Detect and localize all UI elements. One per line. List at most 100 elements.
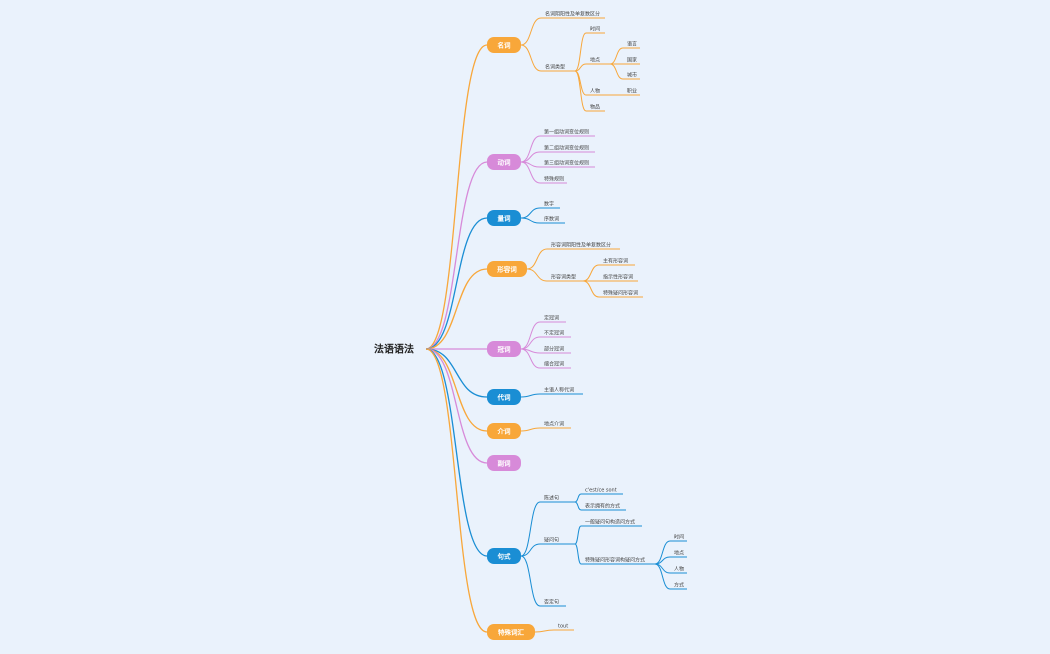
connector-line (582, 264, 600, 282)
connector-line (520, 321, 541, 350)
subtopic-label[interactable]: 形容词类型 (551, 274, 576, 281)
connector-line (520, 336, 541, 350)
topic-node[interactable]: 副词 (487, 455, 521, 471)
topic-label: 量词 (498, 214, 512, 223)
connector-line (520, 17, 542, 46)
connector-line (609, 63, 624, 80)
subtopic-label[interactable]: 人物 (590, 88, 600, 95)
subtopic-label[interactable]: 特殊疑问形容词 (603, 290, 638, 297)
subtopic-label[interactable]: 数字 (544, 201, 554, 208)
subtopic-label[interactable]: 名词类型 (545, 64, 565, 71)
subtopic-label[interactable]: 主语人称代词 (544, 387, 574, 394)
topic-label: 冠词 (498, 345, 512, 354)
topic-pill (487, 423, 521, 439)
connector-line (425, 348, 488, 557)
connector-line (425, 217, 488, 350)
subtopic-label[interactable]: 陈述句 (544, 495, 559, 502)
subtopic-label[interactable]: 物品 (590, 104, 600, 111)
root-topic[interactable]: 法语语法 (374, 343, 414, 356)
topic-node[interactable]: 句式 (487, 548, 521, 564)
topic-pill (487, 210, 521, 226)
topic-node[interactable]: 名词 (487, 37, 521, 53)
topic-pill (487, 341, 521, 357)
subtopic-label[interactable]: 指示性形容词 (603, 274, 633, 281)
topic-label: 代词 (497, 393, 512, 402)
connector-line (425, 268, 488, 350)
connector-line (520, 135, 541, 163)
subtopic-label[interactable]: 第一组动词变位规则 (544, 129, 589, 136)
connector-line (520, 555, 541, 607)
connector-line (526, 248, 548, 270)
connector-line (520, 393, 541, 398)
connector-line (582, 280, 600, 298)
topic-pill (487, 154, 521, 170)
connector-line (526, 268, 548, 282)
topic-label: 形容词 (497, 265, 517, 274)
subtopic-label[interactable]: c'est/ce sont (585, 488, 617, 494)
subtopic-label[interactable]: 职业 (627, 88, 637, 95)
subtopic-label[interactable]: 地点 (674, 550, 684, 557)
topic-node[interactable]: 动词 (487, 154, 521, 170)
connector-line (574, 525, 582, 545)
connector-line (520, 44, 542, 72)
topic-label: 句式 (498, 552, 512, 561)
connector-line (520, 151, 541, 163)
subtopic-label[interactable]: 否定句 (544, 599, 559, 606)
connector-line (425, 348, 488, 464)
subtopic-label[interactable]: 第二组动词变位规则 (544, 145, 589, 152)
subtopic-label[interactable]: 序数词 (544, 216, 559, 223)
connector-line (574, 543, 582, 565)
subtopic-label[interactable]: 主有形容词 (603, 258, 628, 265)
subtopic-label[interactable]: tout (558, 624, 568, 630)
connector-line (574, 493, 582, 503)
connector-line (520, 217, 541, 224)
subtopic-label[interactable]: 部分冠词 (544, 346, 564, 353)
connector-line (534, 629, 555, 633)
subtopic-label[interactable]: 表示拥有的方式 (585, 503, 620, 510)
connector-line (520, 348, 541, 369)
connector-line (609, 47, 624, 65)
topic-node[interactable]: 量词 (487, 210, 521, 226)
subtopic-label[interactable]: 特殊疑问形容词构疑问方式 (585, 557, 645, 564)
connector-line (520, 207, 541, 219)
subtopic-label[interactable]: 人物 (674, 566, 684, 573)
subtopic-label[interactable]: 疑问句 (544, 537, 559, 544)
subtopic-label[interactable]: 名词阴阳性及单复数区分 (545, 11, 600, 18)
subtopic-label[interactable]: 定冠词 (544, 315, 559, 322)
topic-node[interactable]: 特殊词汇 (487, 624, 535, 640)
subtopic-label[interactable]: 方式 (674, 582, 684, 589)
subtopic-label[interactable]: 第三组动词变位规则 (544, 160, 589, 167)
subtopic-label[interactable]: 时间 (674, 534, 684, 541)
subtopic-label[interactable]: 特殊规则 (544, 176, 564, 183)
subtopic-label[interactable]: 国家 (627, 57, 637, 64)
connector-line (654, 563, 671, 590)
subtopic-label[interactable]: 缩合冠词 (544, 361, 564, 368)
topic-node[interactable]: 介词 (487, 423, 521, 439)
topic-pill (487, 261, 527, 277)
subtopic-label[interactable]: 城市 (627, 72, 637, 79)
subtopic-label[interactable]: 不定冠词 (544, 330, 564, 337)
topic-pill (487, 548, 521, 564)
subtopic-label[interactable]: 形容词阴阳性及单复数区分 (551, 242, 611, 249)
connector-line (574, 32, 587, 72)
connector-line (574, 501, 582, 511)
topic-node[interactable]: 冠词 (487, 341, 521, 357)
connector-line (425, 348, 488, 432)
topic-label: 动词 (498, 158, 512, 167)
connector-line (574, 63, 587, 72)
connector-line (520, 501, 541, 557)
topic-label: 副词 (498, 459, 512, 468)
subtopic-label[interactable]: 地点 (590, 57, 600, 64)
connector-line (425, 161, 488, 350)
subtopic-label[interactable]: 一般疑问句构造问方式 (585, 519, 635, 526)
connector-line (425, 348, 488, 398)
subtopic-label[interactable]: 语言 (627, 41, 637, 48)
topic-node[interactable]: 形容词 (487, 261, 527, 277)
topic-label: 特殊词汇 (498, 628, 525, 637)
subtopic-label[interactable]: 时间 (590, 26, 600, 33)
subtopic-label[interactable]: 地点介词 (544, 421, 564, 428)
topic-label: 名词 (498, 41, 512, 50)
topic-node[interactable]: 代词 (487, 389, 521, 405)
